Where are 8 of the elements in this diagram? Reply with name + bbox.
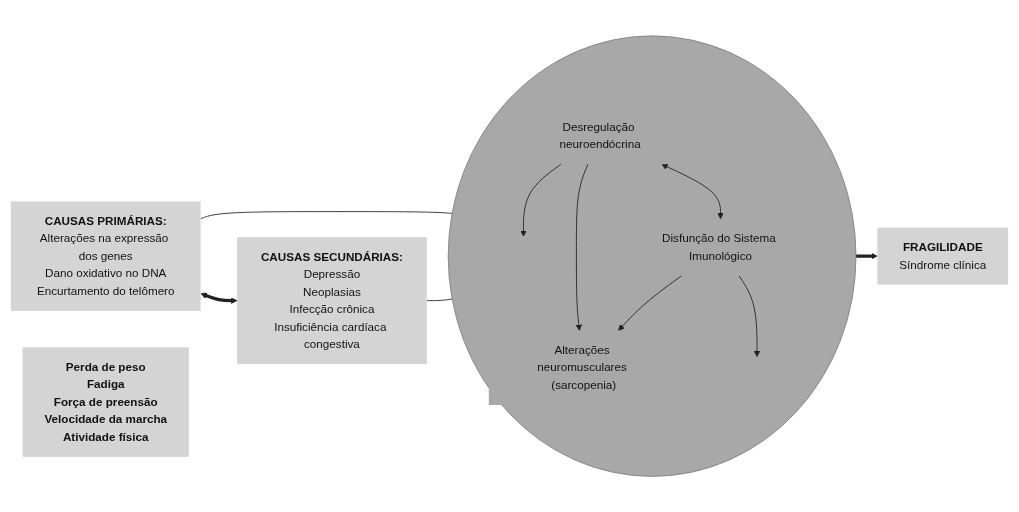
node-box: CAUSAS PRIMÁRIAS: Alterações na expressão dos genes Dano oxidativo no DNA Encurtamento do telômero xyxy=(10,201,201,311)
node-text: Disfunção do Sistema Imunológico xyxy=(662,231,776,262)
arrow xyxy=(200,292,238,304)
node-box: FRAGILIDADE Síndrome clínica xyxy=(877,227,1009,285)
cluster xyxy=(447,35,857,477)
node-box: Perda de peso Fadiga Força de preensão Velocidade da marcha Atividade física xyxy=(22,347,189,457)
node-box: CAUSAS SECUNDÁRIAS: Depressão Neoplasias Infecção crônica Insuficiência cardíaca congestiva xyxy=(237,237,427,364)
node-text: Desregulação neuroendócrina xyxy=(559,120,641,151)
